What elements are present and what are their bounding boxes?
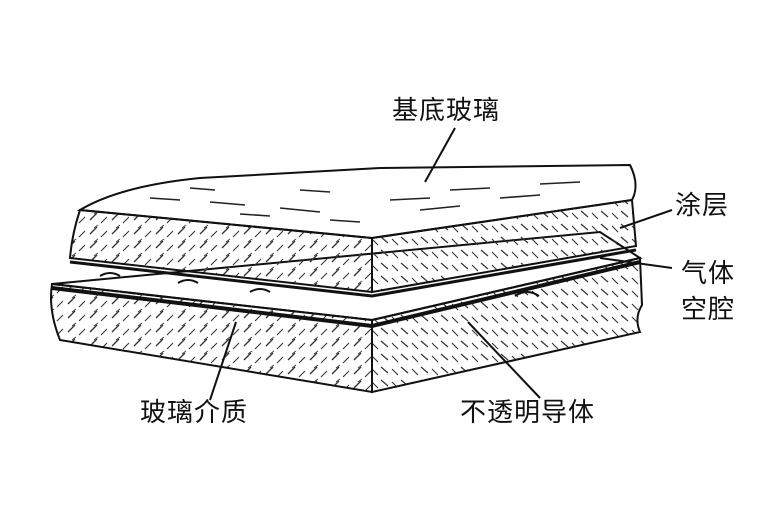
label-gas-cavity: 气体空腔: [680, 259, 735, 325]
label-substrate-glass: 基底玻璃: [392, 96, 501, 126]
top-plate: [68, 163, 638, 298]
label-opaque-conductor: 不透明导体: [460, 398, 596, 428]
label-coating: 涂层: [675, 191, 730, 221]
leader-lines: [209, 127, 673, 401]
label-glass-dielectric: 玻璃介质: [140, 398, 249, 428]
